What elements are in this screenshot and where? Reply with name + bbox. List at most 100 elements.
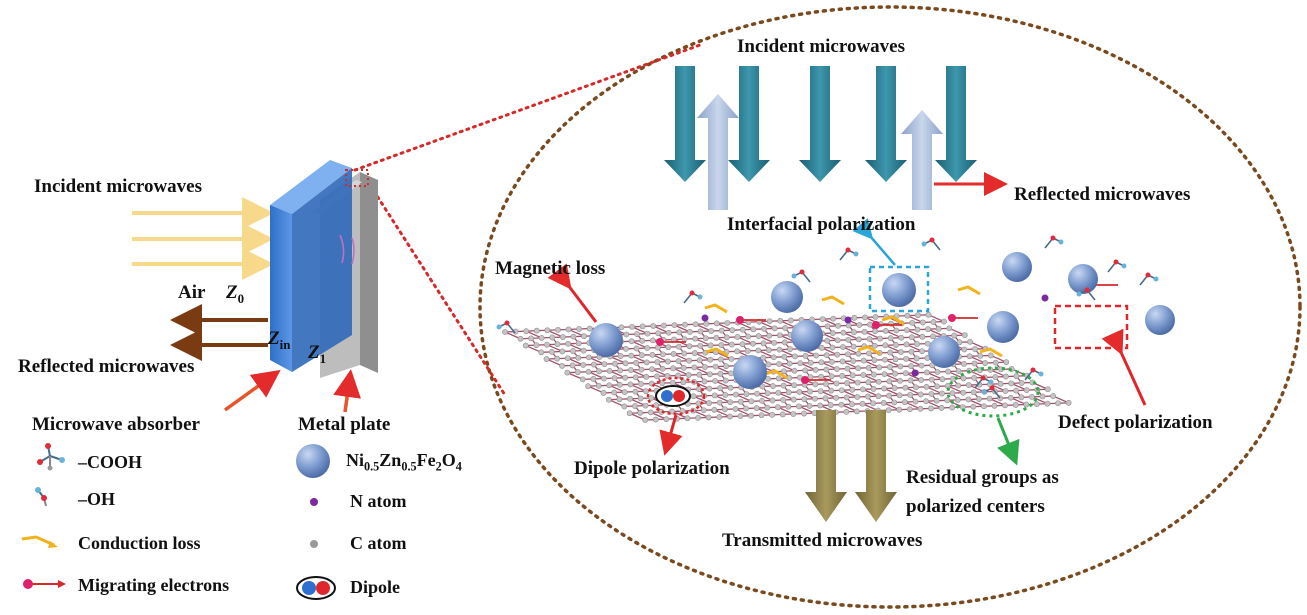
carbon-atom [871,357,878,364]
carbon-atom [565,340,572,347]
carbon-atom [896,392,903,399]
residual-label-1: Residual groups as [906,467,1059,488]
carbon-atom [856,336,862,343]
carbon-atom [628,352,635,359]
carbon-atom [886,392,892,399]
carbon-atom [766,318,773,325]
carbon-atom [565,326,572,333]
carbon-atom [834,351,841,358]
carbon-atom [622,374,629,381]
carbon-atom [1002,388,1009,394]
carbon-atom [716,414,723,420]
legend-dipole: Dipole [350,577,401,597]
carbon-atom [839,372,846,379]
carbon-atom [706,400,712,406]
reflected-up-arrows [697,94,943,210]
carbon-atom [548,348,555,355]
carbon-atom [676,329,683,336]
carbon-atom [686,357,692,364]
carbon-atom [727,399,734,406]
residual-group [1139,272,1159,286]
carbon-atom [904,312,911,319]
carbon-atom [924,340,931,347]
carbon-atom [770,354,777,361]
carbon-atom [829,358,835,365]
carbon-atom [650,323,657,329]
carbon-atom [585,383,591,390]
carbon-atom [522,342,529,349]
ferrite-sphere [882,273,916,307]
carbon-atom [581,333,587,340]
carbon-atom [570,333,577,340]
magnetic-loss-label: Magnetic loss [495,258,606,279]
carbon-atom [802,367,809,374]
carbon-atom [1012,402,1019,408]
carbon-atom [780,397,787,403]
carbon-atom [904,327,910,333]
carbon-atom [579,376,586,383]
carbon-atom [690,393,697,400]
carbon-atom [897,363,904,370]
microwave-absorber-slab [270,160,369,372]
ferrite-sphere [771,281,803,313]
interfacial-label: Interfacial polarization [727,214,916,235]
carbon-atom [574,369,581,376]
carbon-atom [765,375,771,382]
carbon-atom [787,346,793,353]
legend-conduction: Conduction loss [78,533,201,553]
carbon-atom [675,358,682,365]
carbon-atom [961,346,968,353]
carbon-atom [692,321,699,328]
carbon-atom [679,408,686,414]
carbon-atom [722,377,729,384]
carbon-atom [902,384,909,391]
carbon-atom [639,337,646,344]
carbon-atom [955,382,962,389]
carbon-atom [830,315,837,322]
carbon-atom [898,334,905,341]
carbon-atom [663,416,670,423]
defect-polarization-label: Defect polarization [1058,412,1213,433]
carbon-atom [913,355,920,362]
carbon-atom [797,360,804,367]
carbon-atom [601,375,607,382]
residual-circle [946,366,1040,418]
left-incident-label: Incident microwaves [34,176,202,197]
zoom-reflected-label: Reflected microwaves [1014,184,1191,205]
carbon-atom [872,314,879,320]
carbon-atom [761,325,767,332]
carbon-atom [722,406,728,413]
carbon-atom [697,328,704,335]
carbon-atom [711,406,718,413]
incident-wave-arrows [132,197,274,280]
carbon-atom [928,376,935,383]
carbon-atom [732,391,739,398]
carbon-atom [737,398,744,405]
residual-group [496,320,516,334]
carbon-atom [655,330,662,337]
carbon-atom [575,340,582,347]
carbon-atom [612,360,618,367]
carbon-atom [917,391,924,398]
carbon-atom [770,383,776,389]
carbon-atom [781,368,787,375]
carbon-atom [701,378,708,385]
absorber-callout-arrow [223,369,281,412]
carbon-atom [729,327,736,334]
carbon-atom [776,332,783,339]
carbon-atom [906,406,913,413]
carbon-atom [949,404,956,411]
carbon-atom [891,385,898,391]
carbon-atom [671,322,678,329]
carbon-atom [769,411,776,418]
n-atom [701,314,709,322]
z0-label: Z0 [226,282,245,306]
carbon-atom [818,373,824,380]
carbon-atom [849,401,855,408]
carbon-atom [813,352,820,359]
carbon-atom [639,323,646,330]
carbon-atom [781,353,788,360]
dipole-on-sheet [655,385,691,407]
carbon-atom [991,402,998,409]
carbon-atom [907,391,914,398]
